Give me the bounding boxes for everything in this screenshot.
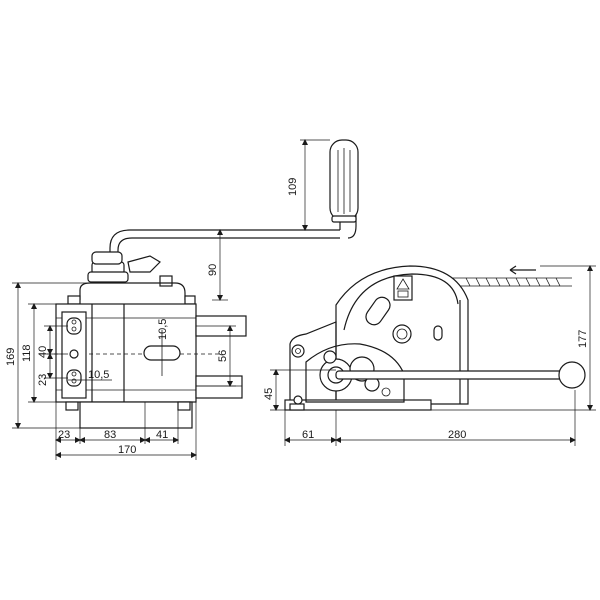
- dimension-90: 90: [207, 264, 219, 276]
- dimension-280: 280: [448, 429, 466, 441]
- winch-body: [40, 303, 247, 429]
- cable: [465, 277, 561, 287]
- dimension-41: 41: [156, 429, 168, 441]
- side-crank-handle: [335, 361, 586, 389]
- dimension-45: 45: [263, 388, 275, 400]
- dimension-83: 83: [104, 429, 116, 441]
- dimension-23-bottom: 23: [58, 429, 70, 441]
- dimension-23-left: 23: [37, 374, 49, 386]
- crank-handle: [109, 139, 359, 262]
- dimension-170: 170: [118, 444, 136, 456]
- dimension-10-5-right: 10,5: [157, 319, 169, 340]
- dimension-56: 56: [217, 350, 229, 362]
- side-view: 45 61 280 177: [263, 265, 596, 446]
- dimension-40: 40: [37, 346, 49, 358]
- dimension-10-5-left: 10,5: [88, 369, 109, 381]
- dimension-109: 109: [287, 178, 299, 196]
- winch-drum: [335, 265, 572, 405]
- crank-hub: [87, 251, 173, 287]
- dimension-118: 118: [21, 344, 33, 362]
- direction-arrow-icon: [509, 265, 536, 275]
- warning-label-icon: [393, 275, 413, 301]
- dimension-61: 61: [302, 429, 314, 441]
- dimension-169: 169: [5, 348, 17, 366]
- front-view: 109 90 169 118 40 23 10,5 10,5 56: [5, 139, 359, 460]
- dimension-177: 177: [577, 330, 589, 348]
